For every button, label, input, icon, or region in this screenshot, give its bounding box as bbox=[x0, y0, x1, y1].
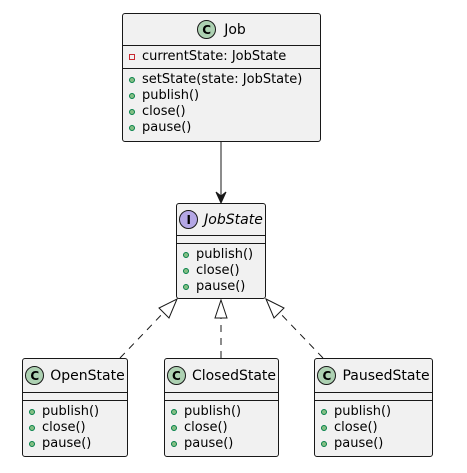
public-visibility-icon bbox=[29, 441, 35, 447]
class-header: C Job bbox=[123, 14, 320, 45]
method-row: close() bbox=[183, 263, 265, 279]
public-visibility-icon bbox=[29, 409, 35, 415]
class-name: PausedState bbox=[342, 367, 430, 384]
class-icon: C bbox=[197, 20, 217, 39]
public-visibility-icon bbox=[183, 284, 189, 290]
method-row: publish() bbox=[171, 404, 278, 420]
methods-section: publish() close() pause() bbox=[165, 400, 278, 455]
method-row: pause() bbox=[321, 436, 432, 452]
method-text: close() bbox=[142, 104, 186, 119]
class-header: I JobState bbox=[177, 204, 265, 235]
realization-pausedstate-line bbox=[276, 309, 324, 359]
method-text: close() bbox=[334, 420, 378, 435]
method-row: close() bbox=[171, 420, 278, 436]
methods-section: setState(state: JobState) publish() clos… bbox=[123, 68, 320, 139]
attributes-section bbox=[177, 235, 265, 243]
public-visibility-icon bbox=[171, 425, 177, 431]
class-pausedstate[interactable]: C PausedState publish() close() pause() bbox=[314, 358, 433, 457]
class-name: JobState bbox=[204, 211, 263, 228]
public-visibility-icon bbox=[171, 441, 177, 447]
public-visibility-icon bbox=[29, 425, 35, 431]
class-openstate[interactable]: C OpenState publish() close() pause() bbox=[22, 358, 128, 457]
method-text: close() bbox=[42, 420, 86, 435]
class-closedstate[interactable]: C ClosedState publish() close() pause() bbox=[164, 358, 279, 457]
class-icon: C bbox=[166, 366, 186, 385]
public-visibility-icon bbox=[321, 425, 327, 431]
class-name: ClosedState bbox=[191, 367, 277, 384]
method-row: publish() bbox=[183, 247, 265, 263]
realization-openstate-line bbox=[119, 309, 167, 359]
method-text: publish() bbox=[334, 404, 392, 419]
method-row: pause() bbox=[129, 120, 320, 136]
interface-icon: I bbox=[179, 210, 199, 229]
method-text: pause() bbox=[334, 436, 384, 451]
method-text: close() bbox=[184, 420, 228, 435]
realization-pausedstate-arrowhead bbox=[265, 297, 285, 319]
method-row: publish() bbox=[321, 404, 432, 420]
class-header: C ClosedState bbox=[165, 359, 278, 392]
method-row: publish() bbox=[29, 404, 127, 420]
methods-section: publish() close() pause() bbox=[315, 400, 432, 455]
method-text: setState(state: JobState) bbox=[142, 72, 303, 87]
public-visibility-icon bbox=[183, 268, 189, 274]
attributes-section bbox=[315, 392, 432, 400]
class-job[interactable]: C Job currentState: JobState setState(st… bbox=[122, 13, 321, 142]
public-visibility-icon bbox=[321, 441, 327, 447]
class-name: OpenState bbox=[50, 367, 125, 384]
public-visibility-icon bbox=[129, 125, 135, 131]
method-text: publish() bbox=[196, 247, 254, 262]
method-row: setState(state: JobState) bbox=[129, 72, 320, 88]
method-text: pause() bbox=[196, 279, 246, 294]
method-row: pause() bbox=[183, 279, 265, 295]
public-visibility-icon bbox=[171, 409, 177, 415]
method-text: publish() bbox=[142, 88, 200, 103]
class-header: C PausedState bbox=[315, 359, 432, 392]
class-icon: C bbox=[25, 366, 45, 385]
realization-openstate-arrowhead bbox=[158, 297, 178, 319]
interface-jobstate[interactable]: I JobState publish() close() pause() bbox=[176, 203, 266, 299]
attributes-section: currentState: JobState bbox=[123, 45, 320, 68]
methods-section: publish() close() pause() bbox=[23, 400, 127, 455]
public-visibility-icon bbox=[129, 77, 135, 83]
attribute-row: currentState: JobState bbox=[129, 49, 320, 65]
public-visibility-icon bbox=[183, 252, 189, 258]
class-name: Job bbox=[224, 21, 246, 38]
class-icon: C bbox=[317, 366, 337, 385]
realization-closedstate-arrowhead bbox=[214, 298, 228, 319]
methods-section: publish() close() pause() bbox=[177, 243, 265, 298]
public-visibility-icon bbox=[129, 93, 135, 99]
method-text: publish() bbox=[184, 404, 242, 419]
attributes-section bbox=[165, 392, 278, 400]
private-visibility-icon bbox=[129, 54, 135, 60]
public-visibility-icon bbox=[129, 109, 135, 115]
method-text: close() bbox=[196, 263, 240, 278]
attributes-section bbox=[23, 392, 127, 400]
method-row: pause() bbox=[171, 436, 278, 452]
class-header: C OpenState bbox=[23, 359, 127, 392]
attribute-text: currentState: JobState bbox=[142, 49, 287, 64]
method-row: publish() bbox=[129, 88, 320, 104]
method-text: pause() bbox=[184, 436, 234, 451]
method-text: publish() bbox=[42, 404, 100, 419]
public-visibility-icon bbox=[321, 409, 327, 415]
method-row: close() bbox=[29, 420, 127, 436]
method-row: pause() bbox=[29, 436, 127, 452]
association-arrowhead bbox=[215, 191, 227, 205]
method-row: close() bbox=[321, 420, 432, 436]
method-row: close() bbox=[129, 104, 320, 120]
method-text: pause() bbox=[142, 120, 192, 135]
method-text: pause() bbox=[42, 436, 92, 451]
